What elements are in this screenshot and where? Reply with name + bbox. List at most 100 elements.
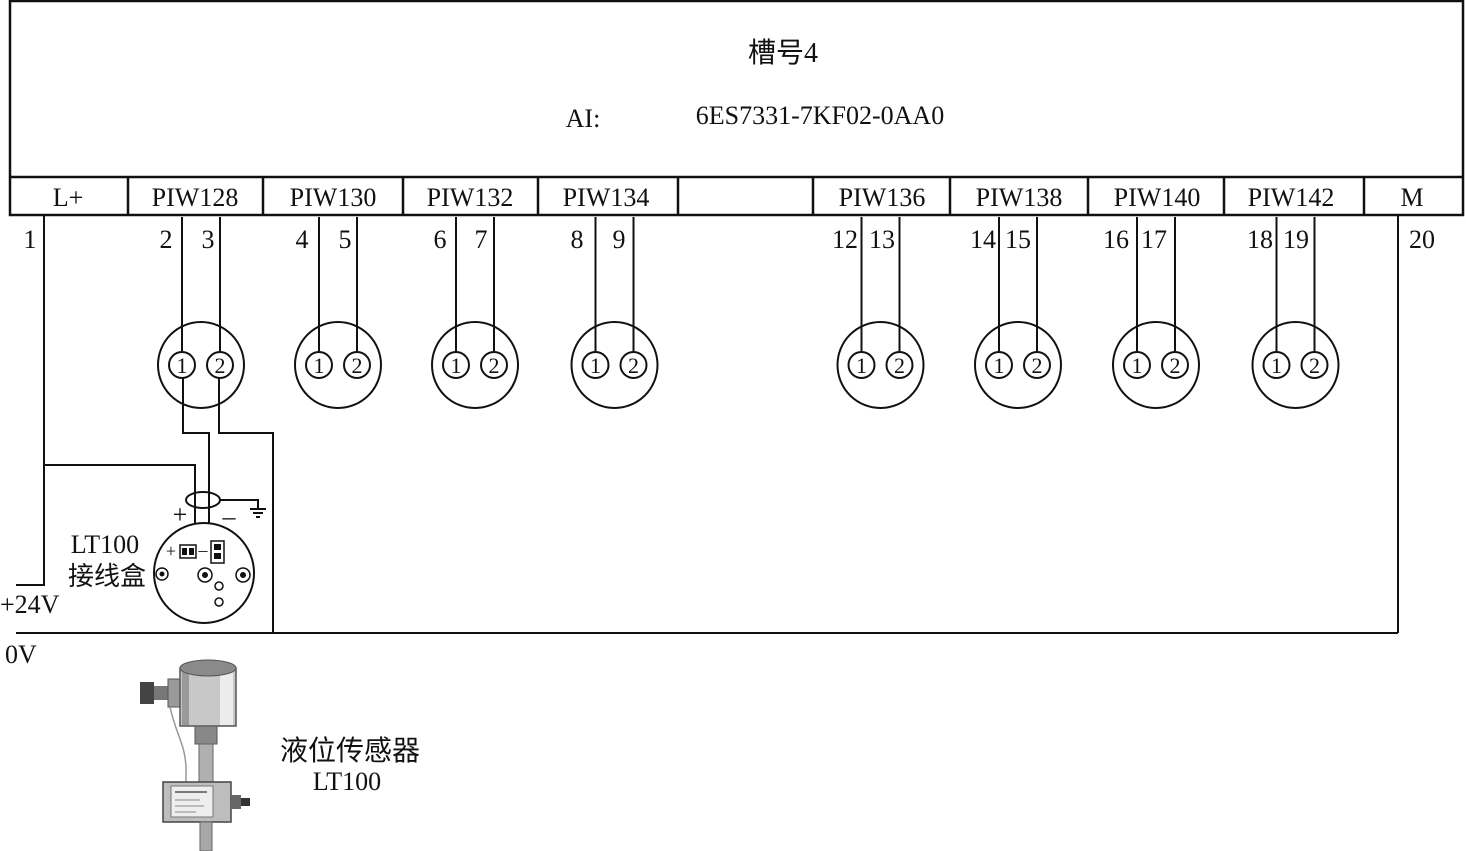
module-frame	[8, 0, 1465, 217]
connector-pin-label: 2	[215, 353, 226, 378]
connector-pin-label: 1	[856, 353, 867, 378]
terminal-label-m: M	[1400, 183, 1423, 212]
terminal-number-18: 18	[1247, 225, 1273, 254]
cable-shield	[185, 491, 221, 509]
terminal-label-l-plus: L+	[53, 183, 84, 212]
terminal-number-14: 14	[970, 225, 996, 254]
screw-icon	[214, 581, 224, 591]
sensor-name: 液位传感器	[280, 735, 420, 767]
connector-pin-label: 2	[628, 353, 639, 378]
junction-box-model: LT100	[71, 530, 139, 559]
screw-icon	[197, 567, 213, 583]
terminal-label-piw140: PIW140	[1114, 183, 1201, 212]
label-plus-24v: +24V	[0, 590, 60, 619]
terminal-number-6: 6	[434, 225, 447, 254]
level-sensor-image	[140, 659, 250, 851]
connector-body	[431, 321, 519, 409]
connector-pin-1	[847, 351, 876, 379]
terminal-number-15: 15	[1005, 225, 1031, 254]
junction-inner-plus: +	[166, 541, 176, 561]
ground-icon	[250, 508, 266, 518]
wire-l-plus	[16, 215, 45, 586]
connector-pin-label: 2	[1170, 353, 1181, 378]
terminal-number-7: 7	[475, 225, 488, 254]
connector-pin-2	[1023, 351, 1051, 379]
connector-pin-2	[885, 351, 914, 379]
connector-pin-1	[442, 351, 470, 379]
wire-plus-sign: +	[173, 500, 188, 529]
terminal-label-piw128: PIW128	[152, 183, 239, 212]
terminal-number-4: 4	[296, 225, 309, 254]
connector-body	[1251, 321, 1340, 409]
connector-pin-label: 1	[177, 353, 188, 378]
slot-title: 槽号4	[748, 37, 818, 69]
terminal-label-piw142: PIW142	[1248, 183, 1335, 212]
terminal-number-13: 13	[869, 225, 895, 254]
connector-pin-label: 1	[451, 353, 462, 378]
terminal-number-5: 5	[339, 225, 352, 254]
connector-pin-label: 2	[894, 353, 905, 378]
wire-minus-sign: –	[222, 502, 237, 531]
terminal-number-16: 16	[1103, 225, 1129, 254]
terminal-number-17: 17	[1141, 225, 1167, 254]
connector-body	[1112, 321, 1200, 409]
terminal-number-1: 1	[24, 225, 37, 254]
connector-pin-label: 1	[994, 353, 1005, 378]
connector-pin-1	[1262, 351, 1291, 379]
connector-pin-1	[1123, 351, 1151, 379]
connector-pin-2	[1300, 351, 1329, 379]
terminal-number-2: 2	[160, 225, 173, 254]
screw-icon	[235, 567, 251, 583]
terminal-number-3: 3	[202, 225, 215, 254]
connector-pin-label: 2	[1309, 353, 1320, 378]
connector-body	[294, 321, 382, 409]
terminal-label-piw136: PIW136	[839, 183, 926, 212]
terminal-block-icon	[210, 540, 225, 564]
terminal-label-piw138: PIW138	[976, 183, 1063, 212]
connector-body	[836, 321, 925, 409]
screw-icon	[155, 567, 169, 581]
terminal-label-piw134: PIW134	[563, 183, 650, 212]
wire-signal-return	[218, 378, 274, 633]
connector-pin-2	[343, 351, 371, 379]
connector-body	[974, 321, 1062, 409]
connector-pin-1	[581, 351, 610, 379]
connector-pin-label: 2	[489, 353, 500, 378]
terminal-number-20: 20	[1409, 225, 1435, 254]
connector-pin-label: 1	[1132, 353, 1143, 378]
channel-1-wiring: + –	[173, 378, 274, 633]
part-number: 6ES7331-7KF02-0AA0	[696, 101, 944, 130]
junction-inner-minus: –	[198, 540, 209, 560]
connector-pin-label: 1	[1271, 353, 1282, 378]
connector-pin-label: 1	[314, 353, 325, 378]
junction-box-name: 接线盒	[68, 562, 146, 591]
connector-body	[570, 321, 659, 409]
terminal-number-9: 9	[613, 225, 626, 254]
terminal-number-12: 12	[832, 225, 858, 254]
connector-pin-1	[305, 351, 333, 379]
shield-ground-wire	[220, 499, 259, 508]
sensor-model: LT100	[313, 767, 381, 796]
terminal-number-8: 8	[571, 225, 584, 254]
junction-box: + – LT100 接线盒	[68, 522, 255, 624]
terminal-label-piw130: PIW130	[290, 183, 377, 212]
power-wiring: +24V 0V	[0, 215, 1399, 669]
connector-pin-2	[619, 351, 648, 379]
connector-body	[157, 321, 245, 409]
label-zero-volt: 0V	[5, 640, 37, 669]
screw-icon	[214, 597, 224, 607]
ai-label: AI:	[566, 104, 601, 133]
connector-pin-2	[480, 351, 508, 379]
terminal-number-19: 19	[1283, 225, 1309, 254]
connector-pin-1	[985, 351, 1013, 379]
